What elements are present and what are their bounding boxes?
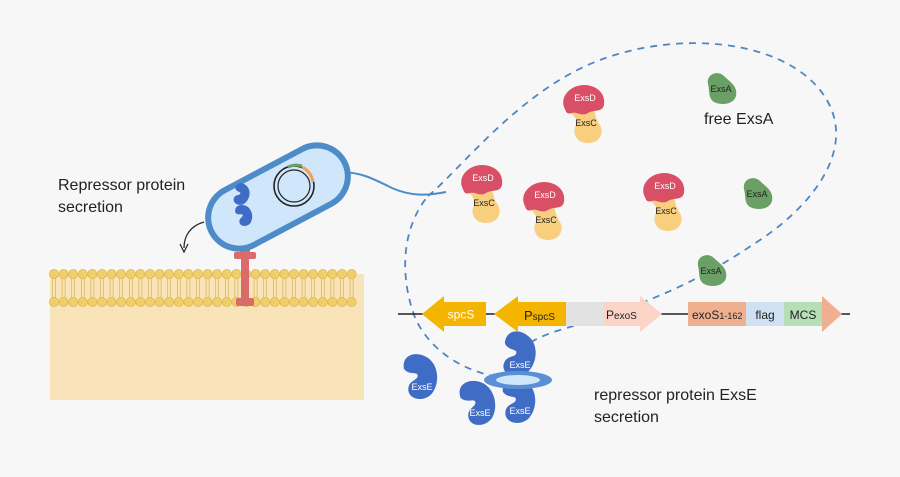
flagellum: [339, 171, 447, 196]
exsd-exsc-complex: ExsD ExsC: [461, 165, 503, 223]
spcs-label: spcS: [448, 308, 475, 322]
tissue-block: [50, 298, 364, 400]
exsd-exsc-complex: ExsD ExsC: [523, 182, 565, 240]
exos-gene: [688, 302, 746, 326]
exsd-protein: [643, 173, 685, 203]
plasmid: [273, 163, 315, 207]
exsd-tag: ExsD: [654, 181, 676, 191]
exse-proteins: ExsE ExsE ExsE ExsE: [403, 328, 541, 428]
exse-pore: [484, 371, 552, 389]
exsa-protein: ExsA: [697, 255, 727, 286]
repressor-secretion-label-line1: Repressor protein: [58, 177, 185, 194]
zoom-outline: [404, 42, 837, 381]
bacterium: [205, 142, 447, 252]
exse-tag: ExsE: [509, 360, 530, 370]
flag-label: flag: [755, 308, 774, 322]
exos-label: exoS1-162: [692, 308, 742, 322]
exsd-exsc-complex: ExsD ExsC: [643, 173, 685, 231]
exse-protein: ExsE: [457, 377, 499, 428]
repressor-secretion-label-line2: secretion: [58, 199, 123, 216]
exse-tag: ExsE: [509, 406, 530, 416]
exse-tag: ExsE: [469, 408, 490, 418]
exsc-tag: ExsC: [575, 118, 597, 128]
secretion-arrow: [179, 221, 205, 254]
pspcs-promoter: [494, 296, 566, 332]
exsa-protein: ExsA: [743, 178, 773, 209]
genetic-construct: spcS PspcS PexoS exoS1-162 flag MCS: [398, 296, 850, 332]
exsa-tag: ExsA: [700, 266, 721, 276]
mcs-label: MCS: [790, 308, 817, 322]
exsd-protein: [461, 165, 503, 195]
exse-protein: ExsE: [499, 376, 538, 425]
exsd-protein: [523, 182, 565, 212]
exsa-protein: ExsA: [707, 73, 737, 104]
lipid-heads: [49, 269, 357, 307]
pexos-label: PexoS: [606, 308, 637, 322]
exsa-tag: ExsA: [746, 189, 767, 199]
mcs-site: [784, 302, 822, 326]
exse-protein: ExsE: [403, 354, 438, 399]
exsa-tag: ExsA: [710, 84, 731, 94]
free-exsa-label: free ExsA: [704, 111, 774, 128]
exsc-tag: ExsC: [655, 206, 677, 216]
exse-protein: ExsE: [496, 328, 541, 381]
exsc-tag: ExsC: [473, 198, 495, 208]
exsd-exsc-complexes: ExsD ExsC ExsD ExsC ExsD ExsC ExsD ExsC: [461, 85, 685, 240]
host-membrane: [49, 269, 364, 400]
pexos-promoter: [604, 296, 662, 332]
pspcs-label: PspcS: [524, 308, 555, 323]
exsa-proteins: ExsA ExsA ExsA: [697, 73, 773, 286]
exsd-protein: [563, 85, 605, 115]
flag-tag: [746, 302, 784, 326]
exsd-exsc-complex: ExsD ExsC: [563, 85, 605, 143]
exse-tag: ExsE: [411, 382, 432, 392]
exsd-tag: ExsD: [574, 93, 596, 103]
exsd-tag: ExsD: [534, 190, 556, 200]
spcs-gene: [422, 296, 486, 332]
spacer-block: [566, 302, 604, 326]
exse-secretion-label-line2: secretion: [594, 409, 659, 426]
exsd-tag: ExsD: [472, 173, 494, 183]
exse-secretion-label-line1: repressor protein ExsE: [594, 387, 757, 404]
exsc-tag: ExsC: [535, 215, 557, 225]
